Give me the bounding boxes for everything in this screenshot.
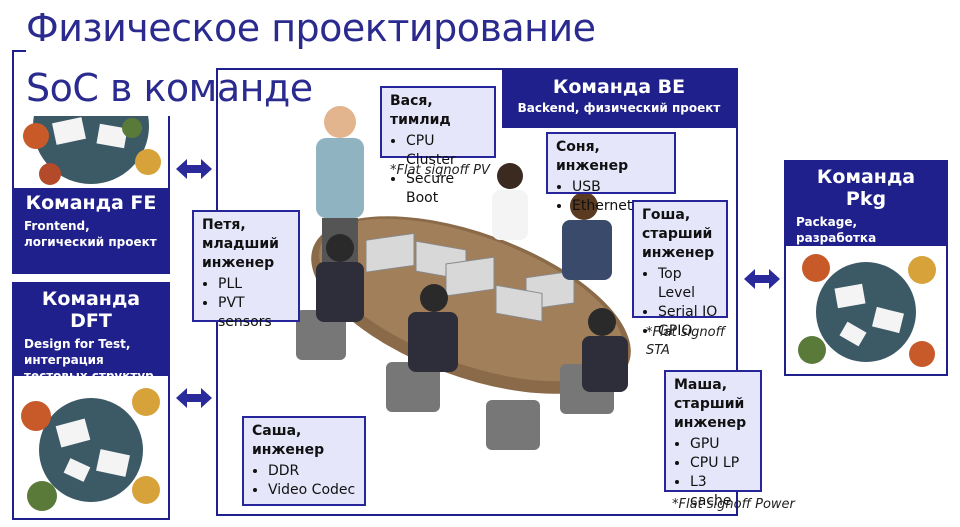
team-fe-name: Команда FE	[25, 192, 157, 214]
member-masha-note: *Flat signoff Power	[672, 497, 795, 512]
member-masha-task: L3 cache	[690, 473, 752, 511]
team-dft-header: Команда DFT Design for Test, интеграция …	[14, 284, 168, 399]
member-vasya-task: CPU Cluster	[406, 132, 486, 170]
page-title-line1: Физическое проектирование	[26, 6, 596, 50]
member-vasya-name: Вася, тимлид	[390, 93, 451, 128]
dft-team-illustration	[14, 378, 168, 518]
member-gosha-name: Гоша, старший инженер	[642, 207, 715, 261]
member-masha-card: Маша, старший инженер GPU CPU LP L3 cach…	[664, 370, 762, 509]
member-masha-name: Маша, старший инженер	[674, 377, 747, 431]
member-vasya-note: *Flat signoff PV	[390, 163, 490, 178]
fe-team-illustration	[14, 116, 168, 188]
member-sonya-name: Соня, инженер	[556, 139, 629, 174]
member-vasya-card: Вася, тимлид CPU Cluster Secure Boot	[380, 86, 496, 206]
double-arrow-icon	[176, 159, 212, 179]
team-be-desc: Backend, физический проект	[517, 101, 721, 115]
title-line2-backdrop	[12, 50, 322, 116]
office-meeting-illustration	[296, 100, 646, 460]
double-arrow-icon	[744, 269, 780, 289]
member-gosha-task: Serial IO	[658, 303, 718, 322]
member-sonya-task: Ethernet	[572, 197, 666, 216]
team-dft-name: Команда DFT	[41, 288, 141, 332]
member-petya-card: Петя, младший инженер PLL PVT sensors	[192, 210, 300, 330]
member-petya-task: PVT sensors	[218, 294, 290, 332]
member-gosha-task: GPIO	[658, 322, 718, 341]
frame-line	[12, 50, 14, 120]
member-sonya-card: Соня, инженер USB Ethernet	[546, 132, 676, 214]
team-be-name: Команда BE	[552, 76, 686, 98]
pkg-team-illustration	[786, 248, 946, 374]
member-gosha-note: *Flat signoff STA	[646, 325, 725, 358]
page-title-line2: SoC в команде	[26, 66, 313, 110]
member-masha-task: CPU LP	[690, 454, 752, 473]
team-be-header: Команда BE Backend, физический проект	[502, 70, 736, 128]
member-sonya-task: USB	[572, 178, 666, 197]
member-sasha-task: DDR	[268, 462, 356, 481]
member-sasha-card: Саша, инженер DDR Video Codec	[242, 416, 366, 506]
team-pkg-name: Команда Pkg	[816, 166, 916, 210]
member-masha-task: GPU	[690, 435, 752, 454]
member-gosha-card: Гоша, старший инженер Top Level Serial I…	[632, 200, 728, 339]
member-sasha-name: Саша, инженер	[252, 423, 325, 458]
double-arrow-icon	[176, 388, 212, 408]
team-fe-header: Команда FE Frontend, логический проект	[14, 188, 168, 272]
frame-line	[12, 50, 26, 52]
member-petya-name: Петя, младший инженер	[202, 217, 279, 271]
team-pkg-header: Команда Pkg Package, разработка корпуса	[786, 162, 946, 261]
member-petya-task: PLL	[218, 275, 290, 294]
member-vasya-task: Secure Boot	[406, 170, 486, 208]
member-sasha-task: Video Codec	[268, 481, 356, 500]
member-gosha-task: Top Level	[658, 265, 718, 303]
team-fe-desc: Frontend, логический проект	[24, 219, 157, 249]
